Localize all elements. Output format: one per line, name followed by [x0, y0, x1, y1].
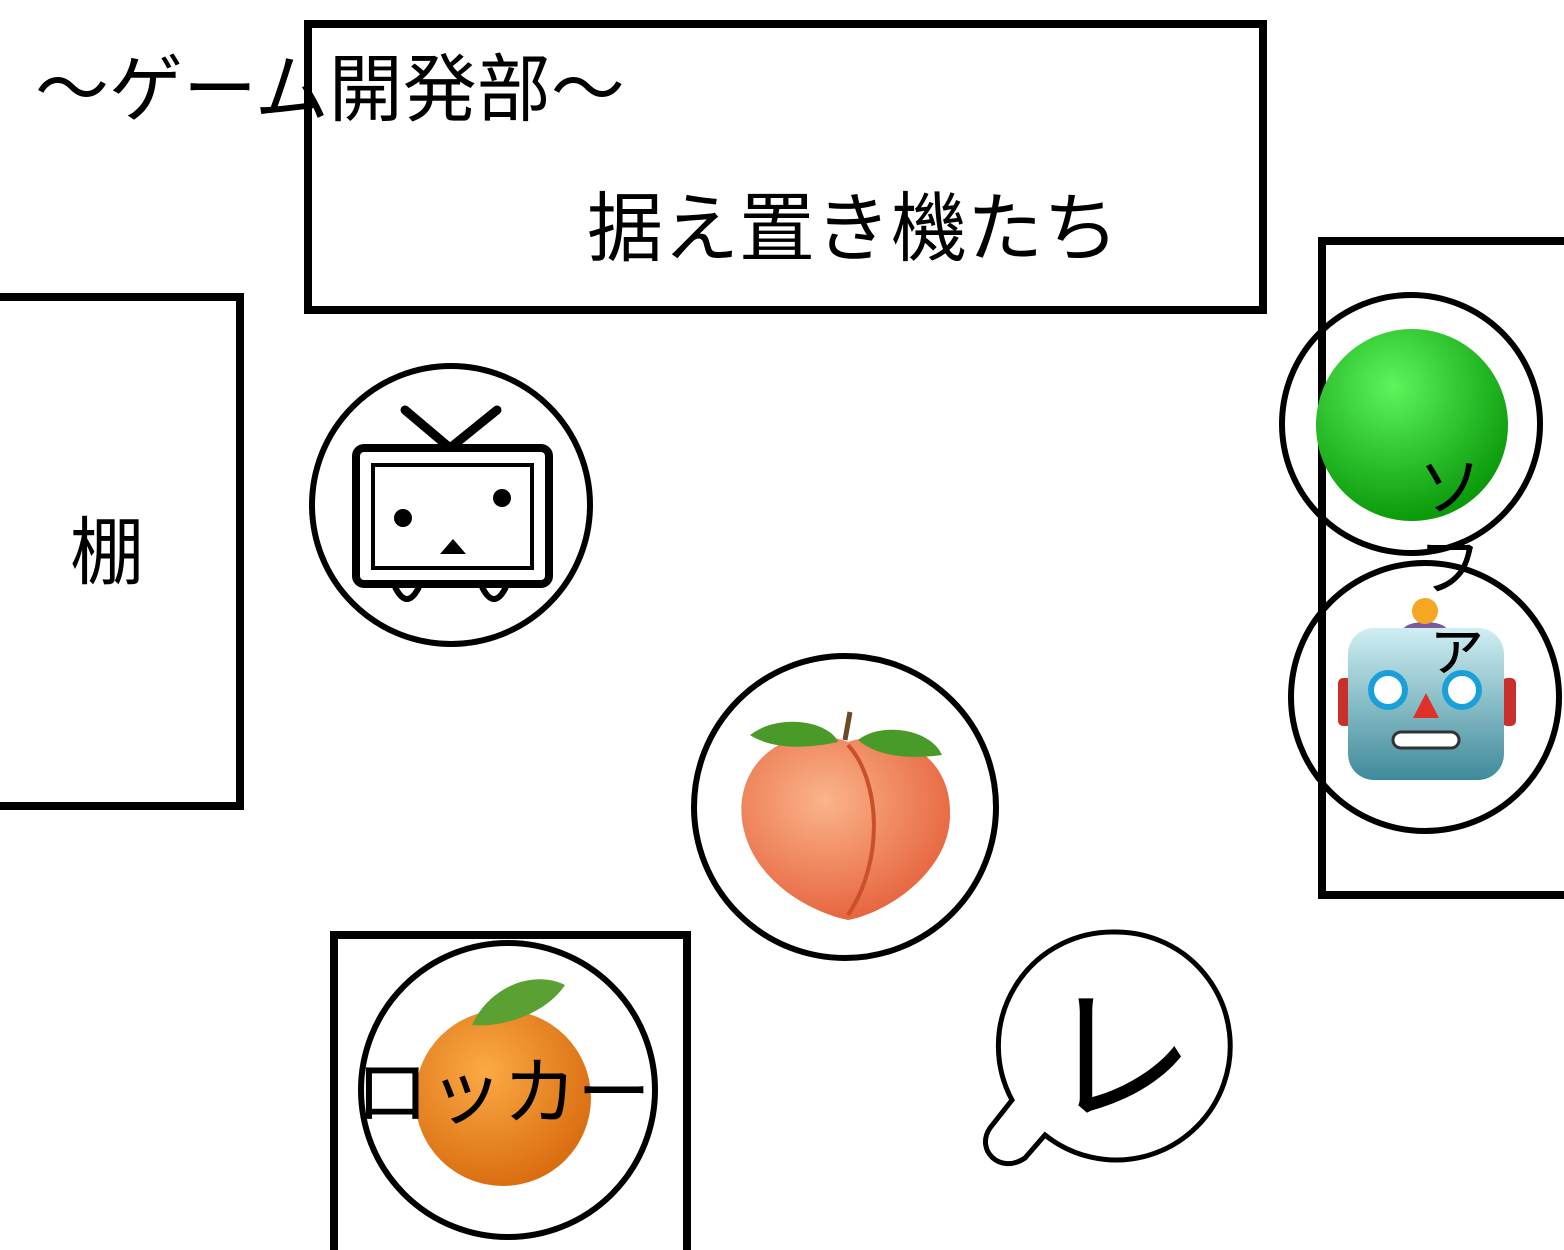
sofa-label-2: フ — [1418, 532, 1482, 606]
robot-icon — [1288, 560, 1562, 834]
sofa-area — [1318, 237, 1564, 899]
green-ball-icon — [1279, 292, 1543, 556]
sofa-label-3: ァ — [1425, 610, 1489, 684]
consoles-label: 据え置き機たち — [587, 184, 1119, 273]
shelf-area — [0, 293, 244, 810]
sofa-label-1: ソ — [1418, 452, 1482, 526]
orange-icon — [358, 940, 658, 1240]
page-title: 〜ゲーム開発部〜 — [35, 47, 625, 133]
consoles-area — [304, 20, 1267, 314]
locker-area — [330, 931, 691, 1250]
locker-label: ロッカー — [355, 1050, 651, 1136]
bubble-text: レ — [1045, 972, 1195, 1146]
peach-icon — [691, 653, 999, 961]
speech-bubble-icon: レ — [982, 929, 1233, 1167]
niconico-tv-icon — [309, 363, 593, 647]
shelf-label: 棚 — [70, 510, 144, 596]
